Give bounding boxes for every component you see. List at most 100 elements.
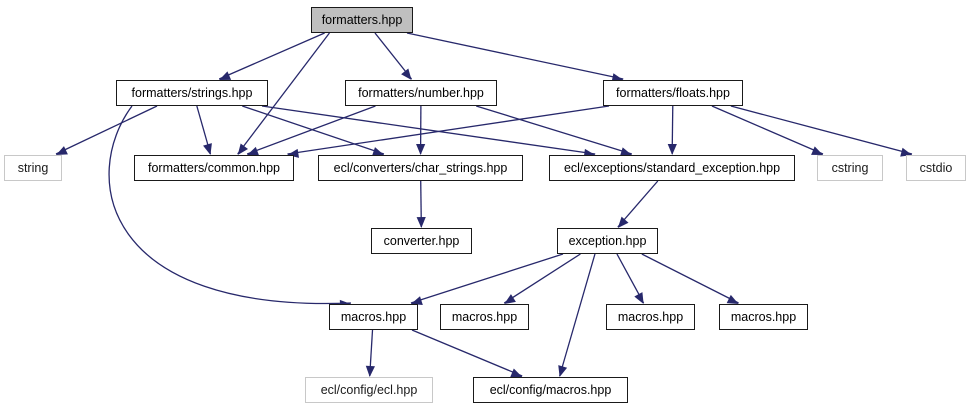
- graph-edge-macros1-to-ecl_config_ecl: [365, 329, 375, 377]
- graph-node-label: macros.hpp: [730, 309, 797, 324]
- graph-edge-formatters-to-floats: [406, 32, 624, 83]
- edge-line: [558, 253, 596, 377]
- graph-node-label: cstdio: [919, 160, 953, 175]
- edge-line: [420, 180, 422, 228]
- edge-line: [616, 253, 645, 304]
- edge-line: [671, 105, 674, 155]
- graph-node-label: macros.hpp: [340, 309, 407, 324]
- graph-edge-floats-to-cstring: [711, 105, 824, 155]
- edge-line: [641, 253, 739, 304]
- graph-node-string[interactable]: string: [4, 155, 62, 181]
- graph-node-exception[interactable]: exception.hpp: [557, 228, 658, 254]
- graph-node-macros1[interactable]: macros.hpp: [329, 304, 418, 330]
- graph-node-converter[interactable]: converter.hpp: [371, 228, 472, 254]
- edge-arrowhead: [416, 216, 426, 228]
- graph-edge-exception-to-macros3: [616, 253, 645, 304]
- graph-edge-exception-to-macros4: [641, 253, 739, 304]
- graph-node-formatters[interactable]: formatters.hpp: [311, 7, 413, 33]
- graph-edge-strings-to-standard_exception: [261, 105, 596, 158]
- graph-node-macros3[interactable]: macros.hpp: [606, 304, 695, 330]
- graph-edge-number-to-standard_exception: [476, 105, 633, 157]
- graph-edge-strings-to-common: [196, 105, 212, 155]
- edge-arrowhead: [401, 68, 412, 80]
- graph-edge-strings-to-char_strings: [242, 105, 385, 156]
- graph-edge-number-to-common: [246, 105, 376, 156]
- edge-arrowhead: [203, 143, 212, 155]
- edge-arrowhead: [219, 71, 232, 80]
- graph-node-char_strings[interactable]: ecl/converters/char_strings.hpp: [318, 155, 523, 181]
- graph-node-standard_exception[interactable]: ecl/exceptions/standard_exception.hpp: [549, 155, 795, 181]
- edge-line: [711, 105, 824, 155]
- graph-node-label: string: [17, 160, 49, 175]
- graph-node-label: cstring: [831, 160, 869, 175]
- graph-node-label: ecl/converters/char_strings.hpp: [333, 160, 508, 175]
- graph-edge-strings-to-macros1: [108, 105, 352, 310]
- graph-node-ecl_config_macros[interactable]: ecl/config/macros.hpp: [473, 377, 628, 403]
- edge-line: [55, 105, 158, 155]
- graph-edge-floats-to-standard_exception: [667, 105, 677, 155]
- edge-arrowhead: [510, 368, 523, 378]
- edge-line: [369, 329, 374, 377]
- graph-node-label: ecl/exceptions/standard_exception.hpp: [563, 160, 781, 175]
- graph-node-label: ecl/config/ecl.hpp: [320, 382, 418, 397]
- graph-node-label: formatters/floats.hpp: [616, 85, 730, 100]
- edge-line: [411, 329, 523, 377]
- graph-node-ecl_config_ecl[interactable]: ecl/config/ecl.hpp: [305, 377, 433, 403]
- graph-edge-floats-to-common: [287, 105, 610, 158]
- graph-node-label: macros.hpp: [451, 309, 518, 324]
- graph-edge-formatters-to-number: [374, 32, 413, 80]
- edge-arrowhead: [558, 365, 568, 377]
- graph-node-common[interactable]: formatters/common.hpp: [134, 155, 294, 181]
- edge-arrowhead: [617, 216, 629, 228]
- graph-node-label: formatters/common.hpp: [148, 160, 280, 175]
- edge-line: [242, 105, 385, 155]
- graph-node-cstdio[interactable]: cstdio: [906, 155, 966, 181]
- graph-node-macros4[interactable]: macros.hpp: [719, 304, 808, 330]
- edge-arrowhead: [504, 294, 516, 304]
- graph-node-strings[interactable]: formatters/strings.hpp: [116, 80, 268, 106]
- edge-line: [108, 105, 352, 305]
- edge-arrowhead: [634, 292, 644, 304]
- graph-edge-exception-to-macros1: [410, 253, 564, 306]
- edge-line: [261, 105, 596, 155]
- graph-edge-standard_exception-to-exception: [617, 180, 659, 228]
- graph-edge-strings-to-string: [55, 105, 158, 155]
- edge-line: [730, 105, 913, 155]
- edge-arrowhead: [667, 143, 677, 155]
- graph-node-cstring[interactable]: cstring: [817, 155, 883, 181]
- graph-node-label: macros.hpp: [617, 309, 684, 324]
- edge-line: [617, 180, 659, 228]
- edge-line: [406, 32, 624, 80]
- edge-line: [246, 105, 376, 155]
- graph-edge-exception-to-macros2: [503, 253, 581, 304]
- graph-node-label: formatters/number.hpp: [358, 85, 484, 100]
- edge-line: [196, 105, 212, 155]
- graph-edge-formatters-to-strings: [218, 32, 325, 80]
- graph-node-floats[interactable]: formatters/floats.hpp: [603, 80, 743, 106]
- edge-line: [374, 32, 413, 80]
- edge-arrowhead: [726, 294, 739, 304]
- edge-arrowhead: [365, 365, 375, 377]
- edge-line: [503, 253, 581, 304]
- graph-edge-exception-to-ecl_config_macros: [558, 253, 596, 377]
- graph-edge-floats-to-cstdio: [730, 105, 913, 157]
- edge-arrowhead: [56, 146, 68, 155]
- graph-edge-char_strings-to-converter: [416, 180, 426, 228]
- graph-node-label: ecl/config/macros.hpp: [489, 382, 612, 397]
- graph-edge-number-to-char_strings: [416, 105, 426, 155]
- graph-edge-macros1-to-ecl_config_macros: [411, 329, 523, 378]
- edge-arrowhead: [811, 146, 823, 155]
- graph-node-label: exception.hpp: [568, 233, 647, 248]
- graph-node-number[interactable]: formatters/number.hpp: [345, 80, 497, 106]
- edge-arrowhead: [237, 143, 248, 155]
- edge-arrowhead: [416, 143, 426, 155]
- graph-node-label: formatters/strings.hpp: [131, 85, 253, 100]
- edge-line: [476, 105, 633, 155]
- graph-node-label: converter.hpp: [383, 233, 460, 248]
- graph-node-label: formatters.hpp: [321, 12, 403, 27]
- edge-line: [287, 105, 610, 155]
- edge-line: [218, 32, 325, 80]
- graph-node-macros2[interactable]: macros.hpp: [440, 304, 529, 330]
